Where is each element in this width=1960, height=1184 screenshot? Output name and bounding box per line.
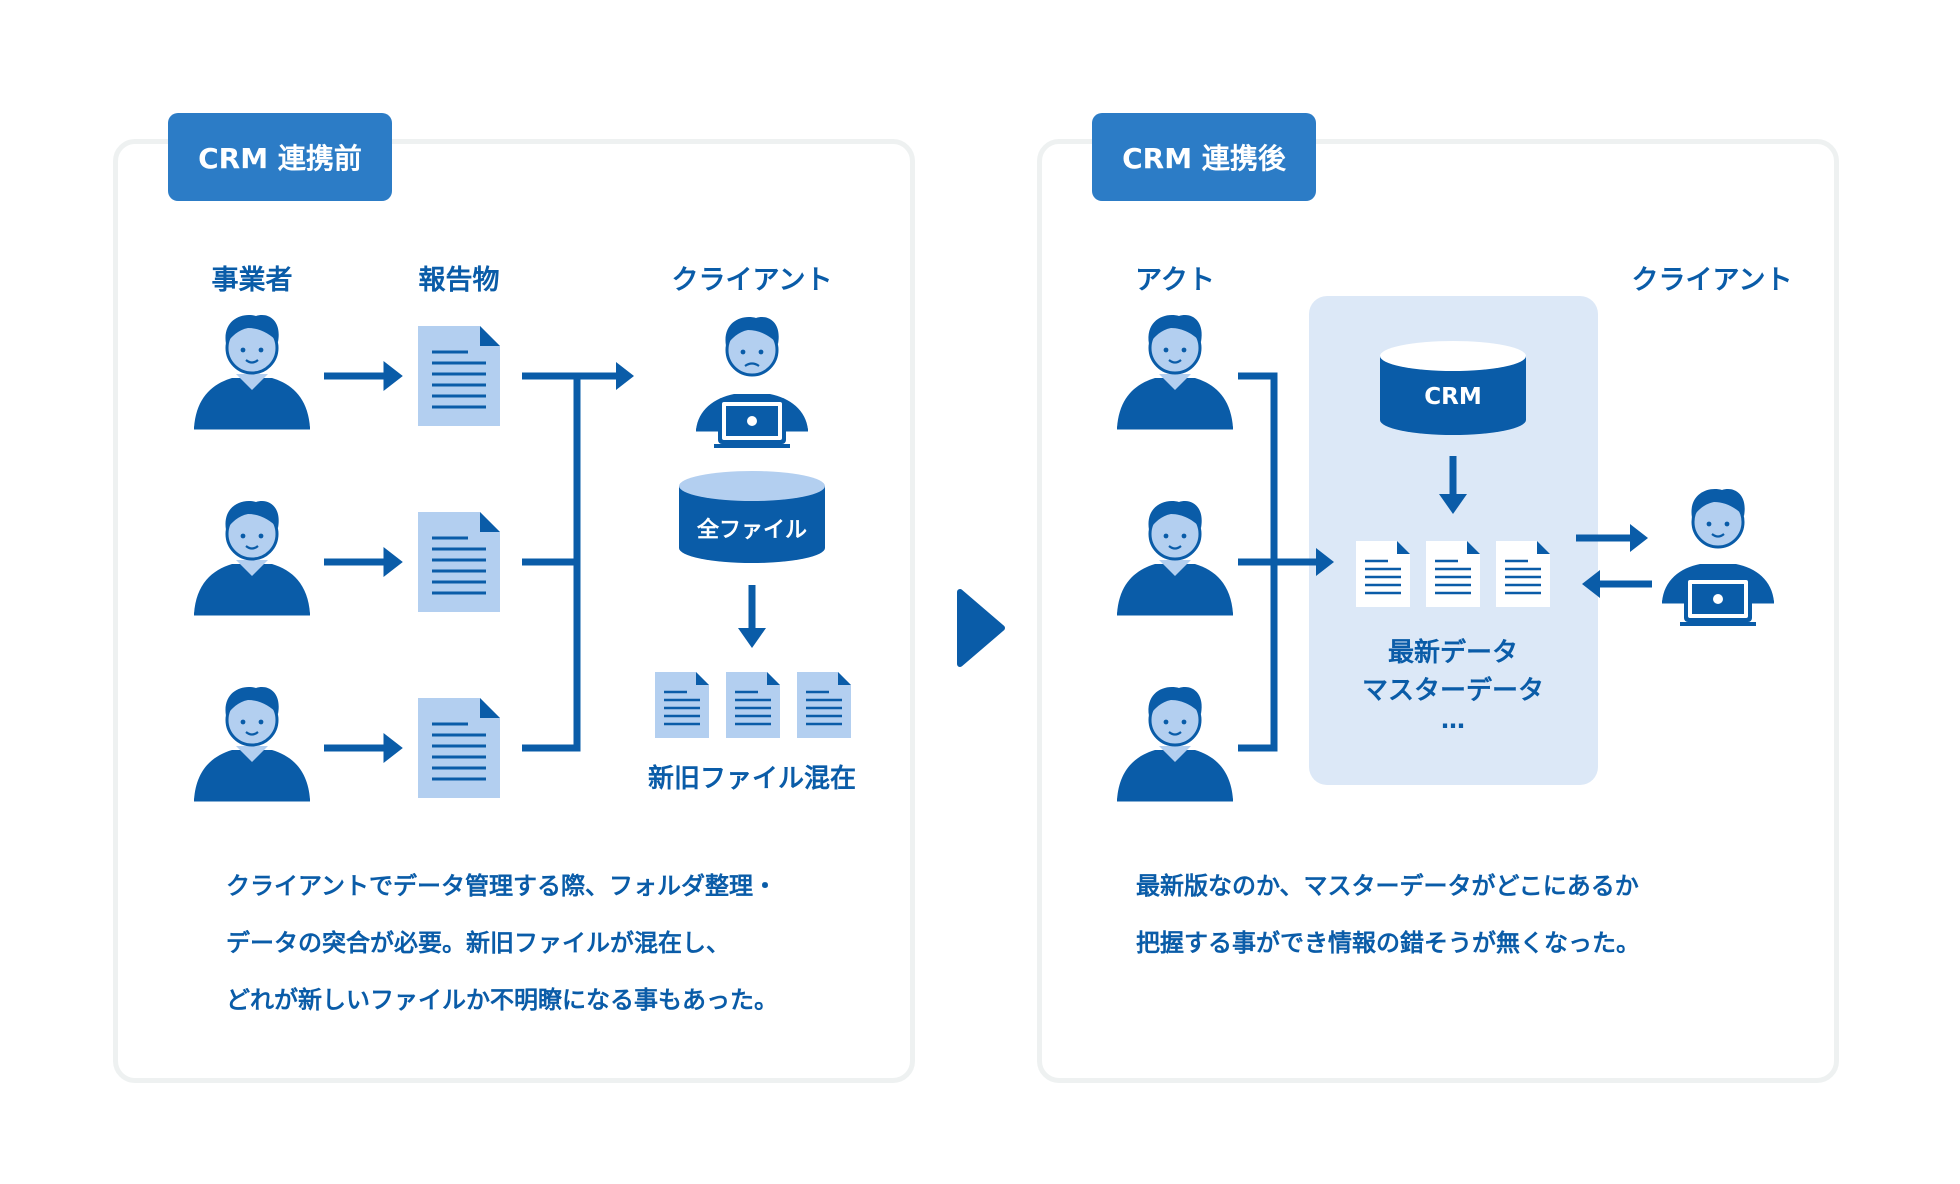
client-label-after: クライアント: [1631, 265, 1793, 296]
after-caption-line-2: 把握する事ができ情報の錯そうが無くなった。: [1136, 929, 1640, 957]
person-icon: [192, 313, 312, 430]
document-icon: [416, 510, 502, 614]
before-caption-line-1: クライアントでデータ管理する際、フォルダ整理・: [226, 872, 778, 900]
mixed-files-label: 新旧ファイル混在: [647, 764, 857, 794]
crm-db-label: CRM: [1424, 384, 1482, 410]
report-label: 報告物: [418, 265, 500, 296]
after-caption-line-1: 最新版なのか、マスターデータがどこにあるか: [1136, 872, 1639, 900]
document-icon: [795, 670, 853, 740]
document-icon: [1354, 539, 1412, 609]
arrow-icon: [738, 628, 766, 648]
person-icon: [1115, 499, 1235, 616]
latest-data-label: 最新データ: [1387, 638, 1519, 668]
arrow-icon: [1439, 494, 1467, 514]
person-icon: [192, 685, 312, 802]
person-icon: [1115, 685, 1235, 802]
database-icon: [679, 471, 825, 563]
arrow-icon: [1630, 524, 1648, 552]
after-badge: CRM 連携後: [1092, 113, 1316, 201]
arrow-icon: [324, 360, 403, 764]
document-icon: [416, 324, 502, 428]
client-icon: [1662, 489, 1774, 626]
client-worried-icon: [696, 317, 808, 448]
database-icon: [1380, 341, 1526, 435]
next-triangle-icon: [957, 589, 1005, 667]
person-icon: [192, 499, 312, 616]
client-label-before: クライアント: [671, 265, 833, 296]
business-label: 事業者: [211, 265, 293, 296]
arrow-icon: [616, 362, 634, 390]
before-caption-line-2: データの突合が必要。新旧ファイルが混在し、: [226, 929, 730, 957]
before-caption-line-3: どれが新しいファイルか不明瞭になる事もあった。: [226, 986, 778, 1014]
document-icon: [1424, 539, 1482, 609]
document-icon: [416, 696, 502, 800]
arrow-icon: [1316, 548, 1334, 576]
act-label: アクト: [1135, 265, 1215, 296]
before-badge: CRM 連携前: [168, 113, 392, 201]
person-icon: [1115, 313, 1235, 430]
document-icon: [724, 670, 782, 740]
all-files-db-label: 全ファイル: [696, 518, 808, 543]
arrow-icon: [1582, 570, 1600, 598]
document-icon: [653, 670, 711, 740]
document-icon: [1494, 539, 1552, 609]
master-data-label: マスターデータ: [1361, 676, 1545, 706]
ellipsis-label: …: [1441, 706, 1465, 734]
